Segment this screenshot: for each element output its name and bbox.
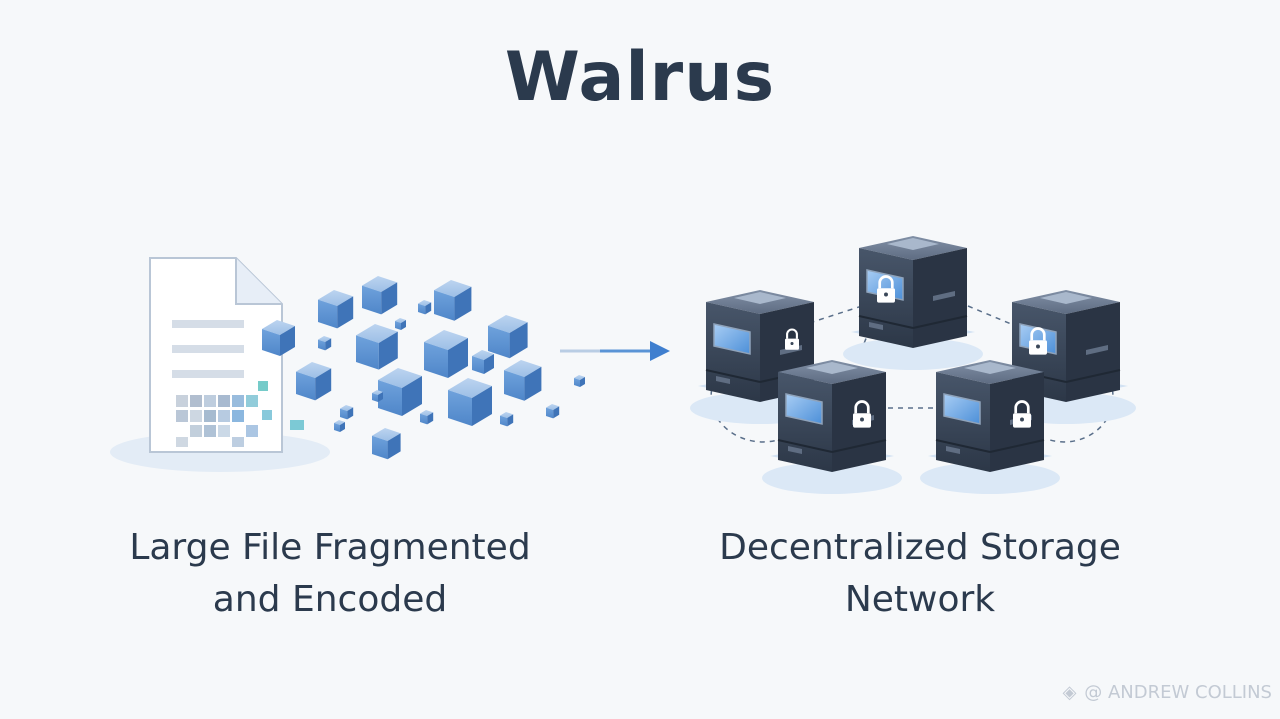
left-caption-line2: and Encoded	[212, 579, 448, 620]
fragment-cubes	[262, 276, 585, 460]
document-icon	[110, 257, 330, 472]
server-node-2	[842, 235, 984, 371]
server-node-5	[919, 359, 1061, 495]
server-node-4	[761, 359, 903, 495]
arrow-right-icon	[560, 341, 670, 361]
left-caption-line1: Large File Fragmented	[129, 527, 531, 568]
right-caption-line1: Decentralized Storage	[719, 527, 1121, 568]
right-caption: Decentralized Storage Network	[670, 522, 1170, 626]
diagram-title: Walrus	[504, 38, 776, 117]
left-caption: Large File Fragmented and Encoded	[80, 522, 580, 626]
watermark: ◈ @ ANDREW COLLINS	[1063, 682, 1272, 703]
right-caption-line2: Network	[844, 579, 996, 620]
watermark-text: @ ANDREW COLLINS	[1084, 682, 1272, 703]
watermark-logo-icon: ◈	[1062, 682, 1077, 703]
